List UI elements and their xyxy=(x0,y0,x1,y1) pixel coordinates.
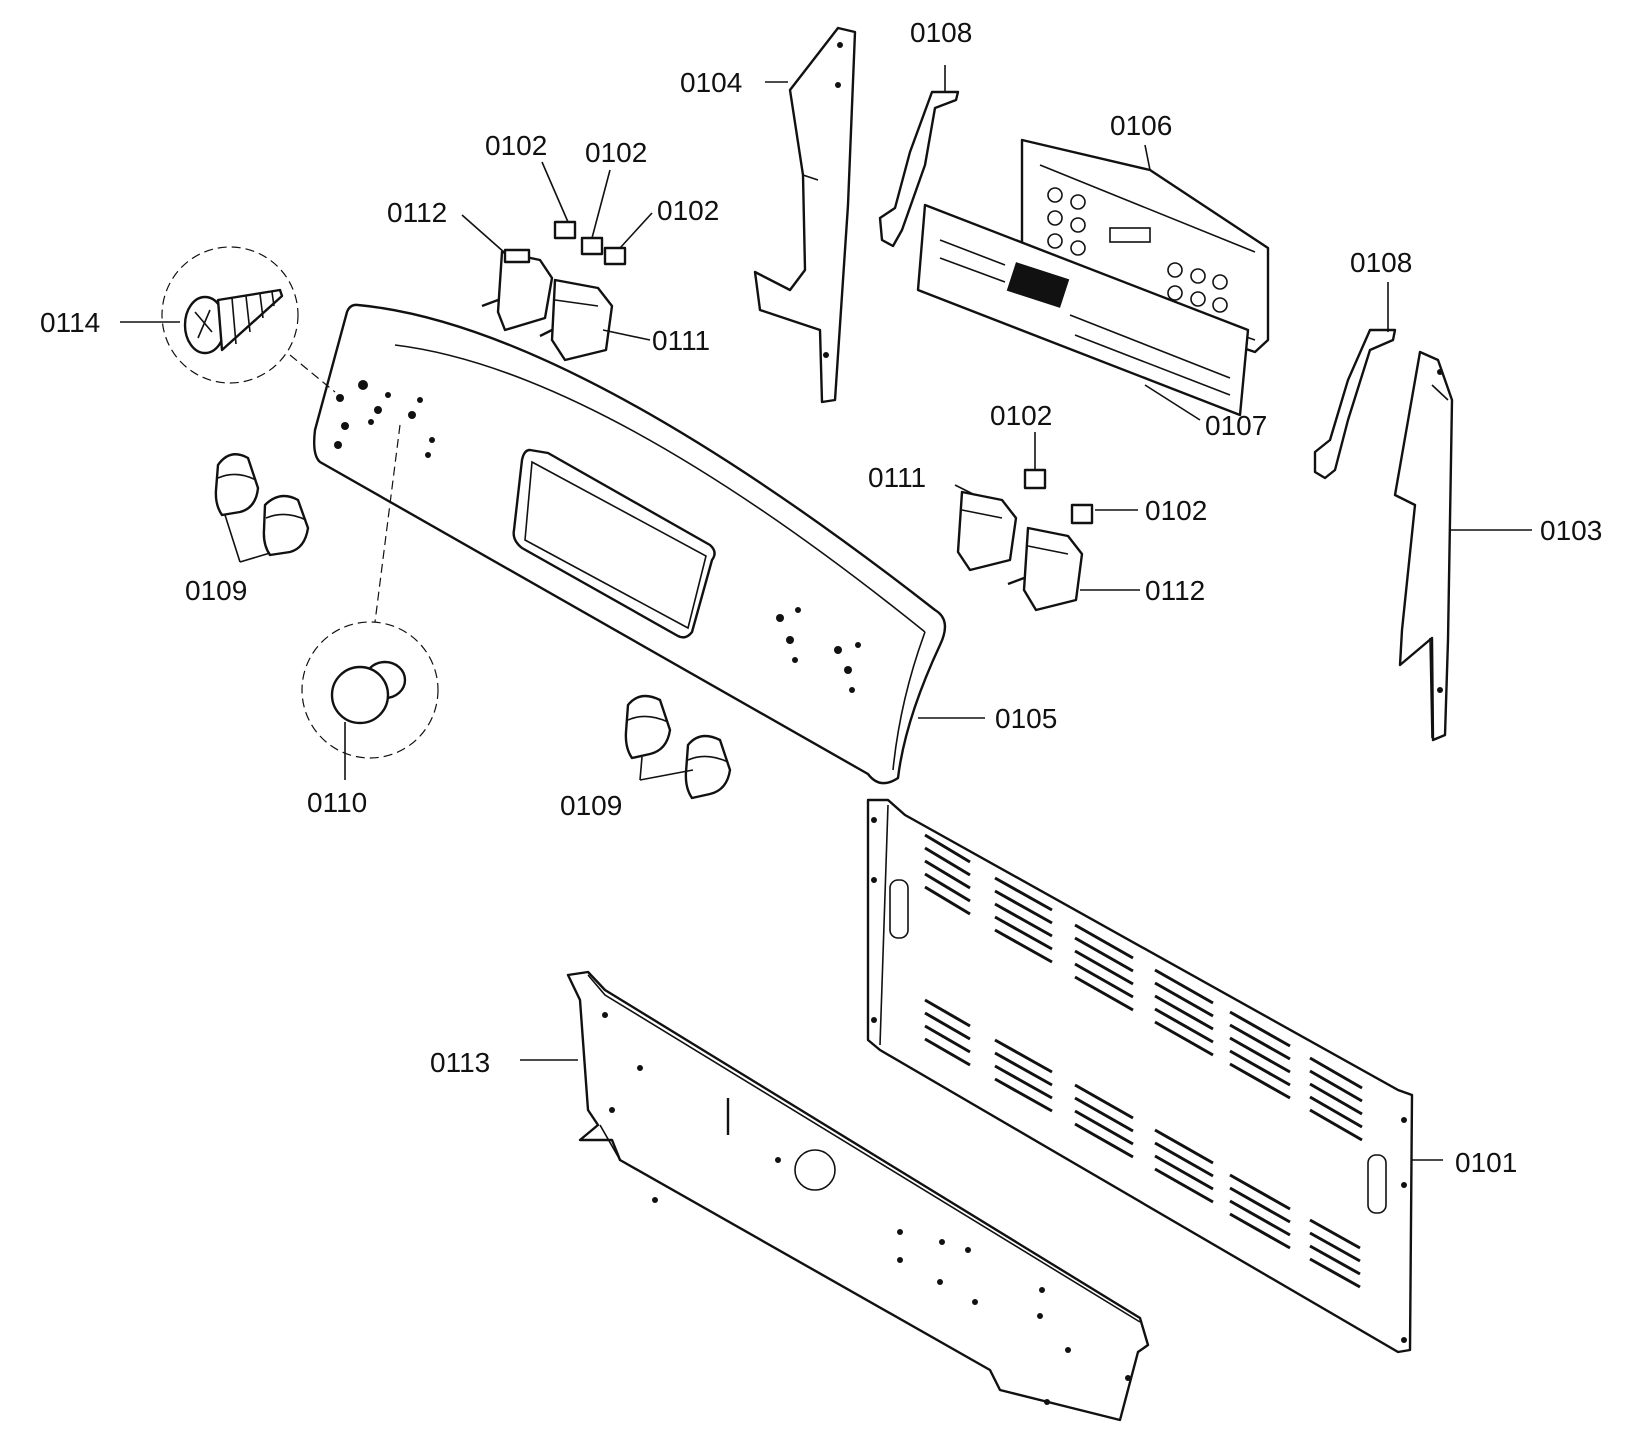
label-0104: 0104 xyxy=(680,67,742,98)
label-0108-right: 0108 xyxy=(1350,247,1412,278)
part-0112-switch-middle xyxy=(1007,526,1084,612)
label-0102-top-a: 0102 xyxy=(485,130,547,161)
part-0104-bracket xyxy=(753,26,857,404)
part-0105-control-panel xyxy=(312,303,947,785)
part-0112-switch-upper xyxy=(481,248,554,332)
label-0102-mid-a: 0102 xyxy=(990,400,1052,431)
part-0113-lower-plate xyxy=(566,970,1150,1422)
label-0102-top-c: 0102 xyxy=(657,195,719,226)
label-0109-left: 0109 xyxy=(185,575,247,606)
part-0114-screw xyxy=(161,246,336,393)
label-0107: 0107 xyxy=(1205,410,1267,441)
part-0101-back-panel xyxy=(866,798,1414,1354)
label-0102-top-b: 0102 xyxy=(585,137,647,168)
label-0106: 0106 xyxy=(1110,110,1172,141)
part-0108-clip-left xyxy=(878,90,960,248)
part-0109-knobs-right xyxy=(624,694,732,800)
label-0112-mid: 0112 xyxy=(1145,575,1205,606)
part-0111-switch-middle xyxy=(956,490,1018,572)
label-0103: 0103 xyxy=(1540,515,1602,546)
part-labels: 0104 0108 0106 0102 0102 0102 0112 0108 … xyxy=(40,17,1602,1178)
part-0102-connectors-middle xyxy=(1023,468,1094,525)
label-0110: 0110 xyxy=(307,787,367,818)
back-panel-vents xyxy=(924,833,1363,1289)
part-0107-overlay xyxy=(916,203,1250,417)
label-0101: 0101 xyxy=(1455,1147,1517,1178)
part-0109-knobs-left xyxy=(214,453,310,557)
leader-lines xyxy=(120,65,1532,1161)
label-0105: 0105 xyxy=(995,703,1057,734)
label-0102-mid-b: 0102 xyxy=(1145,495,1207,526)
label-0109-right: 0109 xyxy=(560,790,622,821)
label-0111-top: 0111 xyxy=(652,325,710,356)
label-0108-top: 0108 xyxy=(910,17,972,48)
part-0111-switch-upper xyxy=(539,278,614,362)
part-0110-knob xyxy=(301,424,439,759)
label-0113: 0113 xyxy=(430,1047,490,1078)
label-0111-mid: 0111 xyxy=(868,462,926,493)
part-0108-clip-right xyxy=(1313,328,1397,480)
label-0114: 0114 xyxy=(40,307,100,338)
part-0103-bracket xyxy=(1393,350,1454,742)
part-0102-connectors-top xyxy=(553,220,627,266)
label-0112-top: 0112 xyxy=(387,197,447,228)
